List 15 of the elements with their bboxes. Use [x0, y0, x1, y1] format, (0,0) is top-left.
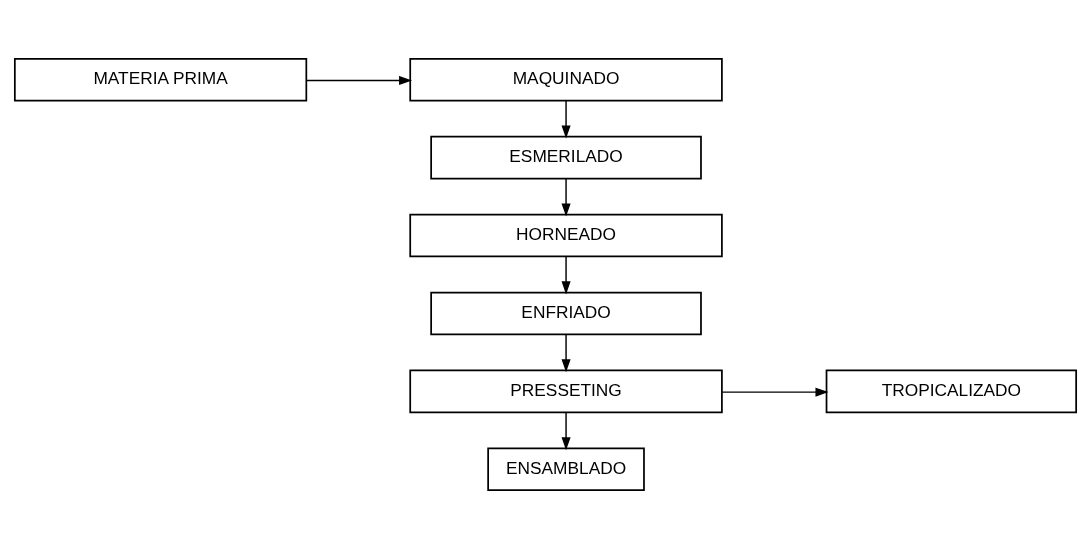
node-box: TROPICALIZADO — [825, 369, 1078, 413]
node-box: ENSAMBLADO — [487, 447, 645, 491]
arrow — [561, 99, 571, 139]
arrow — [561, 333, 571, 372]
node-box: ENFRIADO — [430, 291, 702, 335]
node-box: PRESSETING — [409, 369, 723, 413]
arrow — [721, 387, 829, 397]
arrow — [305, 75, 413, 85]
node-box: MATERIA PRIMA — [13, 57, 308, 101]
arrow — [561, 411, 571, 450]
arrow — [561, 255, 571, 294]
node-box: HORNEADO — [409, 213, 723, 257]
node-box: ESMERILADO — [430, 135, 702, 179]
node-box: MAQUINADO — [409, 57, 723, 101]
arrow — [561, 177, 571, 216]
